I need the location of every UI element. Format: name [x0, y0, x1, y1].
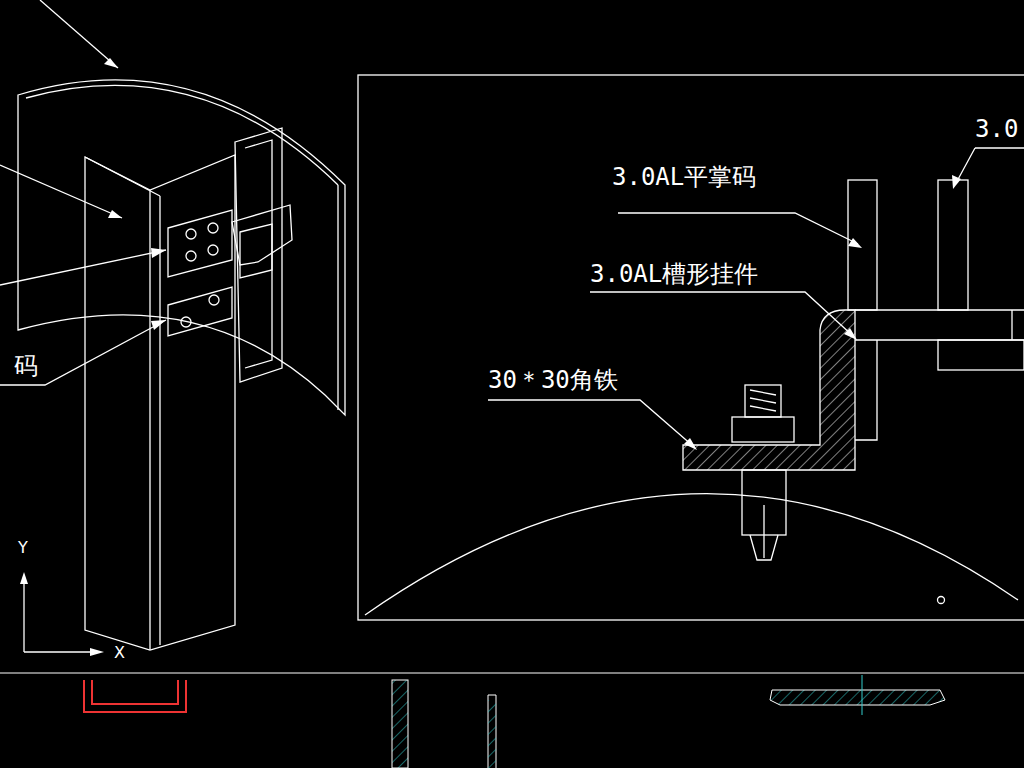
callout-label: 30＊30角铁	[488, 368, 618, 392]
callout-label: 3.0	[975, 117, 1018, 141]
callout-label: X	[114, 645, 125, 661]
callout-label: 3.0AL平掌码	[612, 165, 756, 189]
callout-label: Y	[18, 540, 28, 556]
callout-label: 3.0AL槽形挂件	[590, 262, 758, 286]
callout-label: 码	[14, 354, 38, 378]
